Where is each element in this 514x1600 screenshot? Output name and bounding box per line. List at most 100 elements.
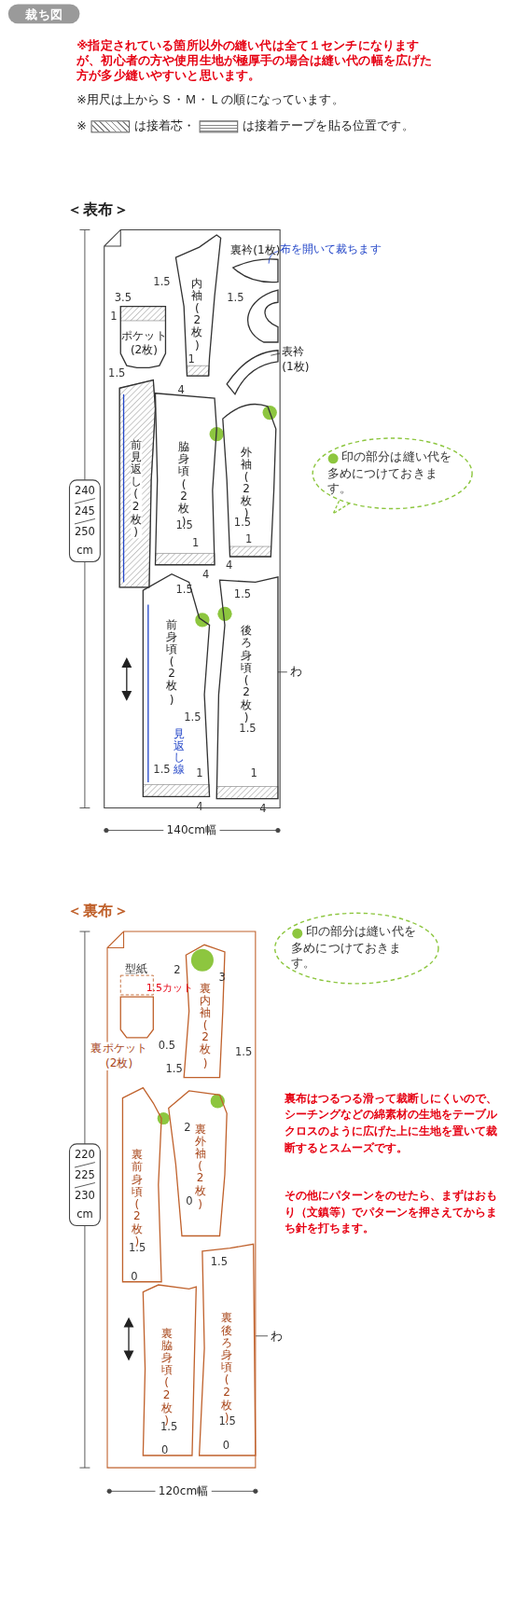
drawing-part xyxy=(125,1319,134,1328)
drawing-part xyxy=(123,394,125,584)
grain-arrow xyxy=(122,659,133,1361)
drawing-part xyxy=(79,1468,90,1470)
piece-name: ポケット(2枚) xyxy=(120,329,167,358)
piece-name: 外袖(2枚) xyxy=(240,446,252,521)
green-dot xyxy=(291,929,303,940)
piece-name: cm xyxy=(69,1208,100,1221)
size-slash xyxy=(74,518,96,524)
callout-number: 2 xyxy=(173,964,181,976)
facing-line xyxy=(124,394,149,783)
callout-number: 1.5 xyxy=(210,1256,228,1268)
piece-name: 裏ポケット(2枚) xyxy=(89,1041,148,1070)
callout-number: 0.5 xyxy=(158,1040,176,1052)
callout-number: 1.5 xyxy=(152,764,170,776)
drawing-part xyxy=(191,949,214,973)
fabric-edge xyxy=(107,931,256,1469)
piece-outline xyxy=(142,1285,196,1457)
drawing-part xyxy=(255,1335,268,1337)
callout-number: 1.5 xyxy=(175,520,193,532)
piece-name: 脇身頃(2枚) xyxy=(178,441,190,528)
interfacing-hatch xyxy=(119,306,278,800)
callout-number: 4 xyxy=(259,803,266,815)
drawing-part xyxy=(125,1351,134,1361)
pattern-piece: 前見返し(2枚) xyxy=(117,377,159,590)
callout-number: 1.5 xyxy=(165,1063,182,1075)
callout-number: 1.5 xyxy=(160,1421,178,1433)
callout-number: 0 xyxy=(130,1271,138,1283)
callout-number: 1 xyxy=(192,537,199,549)
length-box: 220225230cm xyxy=(69,1144,100,1227)
drawing-part xyxy=(79,931,90,933)
length-box: 240245250cm xyxy=(69,480,100,563)
legend-swatch xyxy=(90,120,130,133)
piece-name: cm xyxy=(69,544,100,556)
drawing-part xyxy=(122,659,131,668)
bubble-outline xyxy=(312,438,473,510)
callout-number: 1.5 xyxy=(128,1242,146,1254)
callout-number: わ xyxy=(270,1330,283,1345)
callout-number: 1.5 xyxy=(226,291,244,304)
piece-outline xyxy=(183,944,225,1078)
pattern-piece: 裏前身頃(2枚) xyxy=(118,1084,166,1286)
bubble-outline xyxy=(275,913,439,985)
piece-outline xyxy=(226,350,278,395)
drawing-part xyxy=(120,306,166,321)
piece-name: 裏前身頃(2枚) xyxy=(131,1149,143,1249)
callout-number: 3.5 xyxy=(114,291,132,304)
pattern-piece: 後ろ身頃(2枚) xyxy=(214,571,280,801)
piece-outline xyxy=(122,1088,162,1283)
callout-number: 4 xyxy=(195,801,203,813)
piece-name: 前身頃(2枚) xyxy=(166,619,178,707)
drawing-part xyxy=(142,784,209,797)
size-slash xyxy=(74,1163,96,1168)
callout-number: 2 xyxy=(183,1122,191,1134)
drawing-part xyxy=(253,1489,258,1494)
callout-number: 0 xyxy=(161,1444,168,1457)
note-bubble: 印の部分は縫い代を多めにつけておきます。 xyxy=(311,437,473,511)
note-text: 裏布はつるつる滑って裁断しにくいので、シーチングなどの綿素材の生地をテーブルクロ… xyxy=(284,1091,501,1157)
pattern-piece: 裏内袖(2枚) xyxy=(181,942,229,1082)
callout-number: 1 xyxy=(188,353,195,365)
callout-number: 3 xyxy=(218,972,225,984)
callout-number: 見返し線 xyxy=(173,728,185,777)
legend: は接着芯・は接着テープを貼る位置です。 xyxy=(90,119,414,134)
size-slash xyxy=(74,499,96,504)
callout-number: 布を開いて裁ちます xyxy=(279,243,381,255)
callout-number: ※ xyxy=(76,119,87,134)
title-pill xyxy=(8,3,81,24)
piece-name: 230 xyxy=(69,1190,100,1202)
length-box-outline xyxy=(69,480,100,563)
callout-number: 1 xyxy=(195,767,203,779)
piece-name: 印の部分は縫い代を多めにつけておきます。 xyxy=(291,924,422,973)
note-text: ※指定されている箇所以外の縫い代は全て１センチになりますが、初心者の方や使用生地… xyxy=(76,38,440,84)
drawing-part xyxy=(104,828,109,833)
width-dimension: 140cm幅 xyxy=(163,824,220,836)
callout-number: 1 xyxy=(110,310,117,322)
legend-text: は接着芯・ xyxy=(134,119,196,134)
width-dimension: 120cm幅 xyxy=(155,1486,212,1498)
legend-swatch xyxy=(199,120,239,133)
callout-number: 1.5 xyxy=(238,723,256,736)
drawing-part xyxy=(186,365,209,376)
piece-name: 印の部分は縫い代を多めにつけておきます。 xyxy=(327,449,459,498)
piece-outline xyxy=(199,1244,256,1457)
section-tag: 裁ち図 xyxy=(8,6,81,24)
drawing-part xyxy=(270,353,280,356)
callout-number: 1.5 xyxy=(234,516,251,528)
callout-number: 1.5 xyxy=(234,588,251,600)
callout-number: 1.5カット xyxy=(146,983,194,994)
piece-outline xyxy=(120,997,153,1039)
callout-number: 型紙 xyxy=(125,963,148,975)
drawing-part xyxy=(276,828,280,833)
leader-line xyxy=(255,250,288,1336)
piece-outline xyxy=(168,1091,227,1237)
drawing-part xyxy=(217,607,232,622)
pattern-piece: ポケット(2枚) xyxy=(116,304,170,370)
piece-name: 225 xyxy=(69,1169,100,1181)
callout-number: 4 xyxy=(202,569,209,581)
piece-outline xyxy=(175,235,221,376)
piece-name: 裏衿(1枚) xyxy=(228,243,282,258)
fabric-layout: ＜裏布＞裏ポケット(2枚)裏内袖(2枚)裏外袖(2枚)裏前身頃(2枚)裏後ろ身頃… xyxy=(107,931,256,1469)
pattern-piece: 表衿(1枚) xyxy=(224,343,318,399)
